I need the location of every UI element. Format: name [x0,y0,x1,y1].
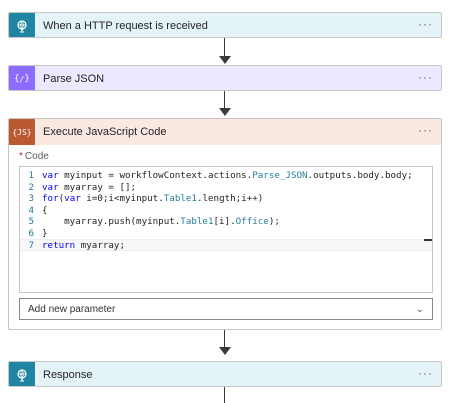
code-text: var myinput = workflowContext.actions.Pa… [42,170,413,181]
more-options-button[interactable]: ··· [418,70,433,84]
line-number: 4 [28,204,34,216]
step-response[interactable]: Response ··· [8,361,442,387]
code-editor[interactable]: 1 var myinput = workflowContext.actions.P… [19,166,433,293]
step-http-header[interactable]: When a HTTP request is received ··· [9,13,441,37]
step-parse-header[interactable]: {/} Parse JSON ··· [9,66,441,90]
step-title: Parse JSON [43,73,105,85]
connector-line [224,387,225,403]
code-text: var myarray = []; [42,181,137,193]
arrow-down-icon [219,347,231,355]
code-line: 7 return myarray; [20,239,432,251]
line-number: 3 [28,193,34,204]
line-number: 5 [28,216,34,227]
globe-icon [9,362,35,386]
code-line: 3 for(var i=0;i<myinput.Table1.length;i++… [20,193,432,205]
braces-icon: {/} [9,66,35,90]
code-field-label: *Code [19,151,441,162]
step-http-trigger[interactable]: When a HTTP request is received ··· [8,12,442,38]
code-text: } [42,227,48,239]
connector-line [224,38,225,58]
code-line: 5 myarray.push(myinput.Table1[i].Office)… [20,216,432,228]
code-line: 1 var myinput = workflowContext.actions.P… [20,170,432,182]
more-options-button[interactable]: ··· [418,17,433,31]
chevron-down-icon: ⌄ [415,303,424,315]
js-icon: {JS} [9,119,35,145]
code-text: for(var i=0;i<myinput.Table1.length;i++) [42,193,264,204]
required-marker: * [19,151,23,162]
step-title: Response [43,369,93,381]
line-number: 2 [28,181,34,193]
line-number: 1 [28,170,34,181]
add-new-parameter-dropdown[interactable]: Add new parameter ⌄ [19,298,433,320]
more-options-button[interactable]: ··· [418,123,433,137]
overview-ruler-marker [424,239,432,241]
step-title: When a HTTP request is received [43,20,208,32]
code-text: { [42,204,48,216]
code-text: myarray.push(myinput.Table1[i].Office); [42,216,280,227]
connector-line [224,330,225,349]
line-number: 6 [28,227,34,239]
step-parse-json[interactable]: {/} Parse JSON ··· [8,65,442,91]
code-text: return myarray; [42,240,125,251]
arrow-down-icon [219,56,231,64]
step-title: Execute JavaScript Code [43,126,167,138]
arrow-down-icon [219,108,231,116]
globe-icon [9,13,35,37]
code-line: 6} [20,228,432,240]
code-line: 4{ [20,205,432,217]
more-options-button[interactable]: ··· [418,366,433,380]
connector-line [224,91,225,110]
dropdown-label: Add new parameter [28,303,116,315]
step-execute-javascript[interactable]: {JS} Execute JavaScript Code ··· *Code 1… [8,118,442,330]
step-js-header[interactable]: {JS} Execute JavaScript Code ··· [9,119,441,145]
code-label-text: Code [24,151,49,162]
step-response-header[interactable]: Response ··· [9,362,441,386]
code-line: 2 var myarray = []; [20,182,432,194]
line-number: 7 [28,240,34,251]
